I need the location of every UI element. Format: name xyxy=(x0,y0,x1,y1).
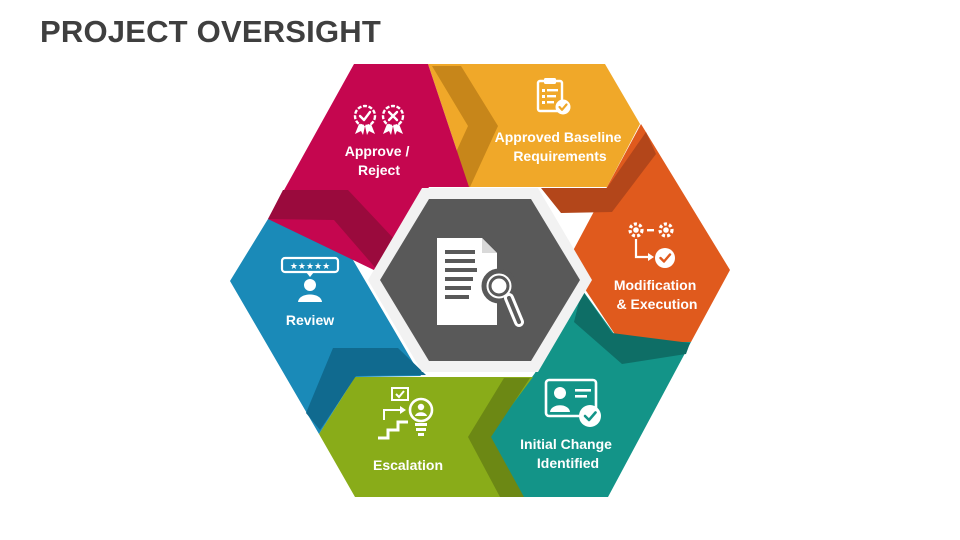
segment-label-approve-reject: Approve / Reject xyxy=(345,143,413,178)
segment-label-modification: Modification & Execution xyxy=(614,277,700,312)
segment-review: ★★★★★ Review xyxy=(230,219,426,434)
segment-label-review: Review xyxy=(286,312,334,328)
segment-initial-change: Initial Change Identified xyxy=(488,284,691,497)
segment-label-escalation: Escalation xyxy=(373,457,443,473)
id-card-check-icon xyxy=(544,378,601,427)
center-hexagon xyxy=(368,188,592,372)
approve-reject-badges-icon xyxy=(353,104,405,135)
segment-approve-reject: Approve / Reject xyxy=(268,64,469,272)
segment-label-approved-baseline: Approved Baseline Requirements xyxy=(495,129,626,164)
clipboard-check-icon xyxy=(536,78,571,115)
gears-process-icon xyxy=(628,222,675,268)
rating-user-icon: ★★★★★ xyxy=(280,256,340,302)
segment-modification: Modification & Execution xyxy=(541,124,730,342)
lightbulb-stairs-icon xyxy=(378,387,434,440)
segment-escalation: Escalation xyxy=(319,377,533,497)
segment-label-initial-change: Initial Change Identified xyxy=(520,436,616,471)
page-title: PROJECT OVERSIGHT xyxy=(40,14,382,49)
segment-approved-baseline: Approved Baseline Requirements xyxy=(428,64,640,187)
svg-text:★★★★★: ★★★★★ xyxy=(290,262,330,272)
document-search-icon xyxy=(437,238,524,327)
